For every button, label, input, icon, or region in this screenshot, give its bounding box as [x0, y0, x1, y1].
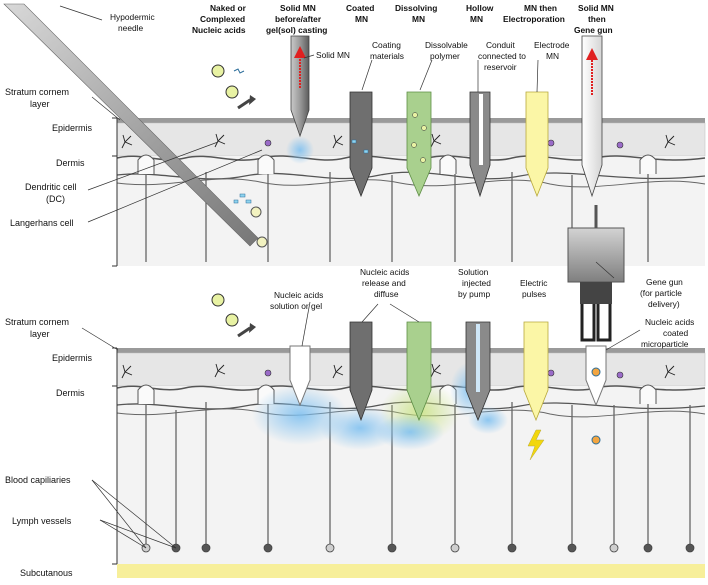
hdr-naked-3: Nucleic acids: [192, 25, 246, 35]
left-label-group: Stratum cornem layer Epidermis Dermis De…: [5, 87, 93, 578]
label-dendritic-2: (DC): [46, 194, 65, 204]
ann-electrode-2: MN: [546, 51, 559, 61]
top-annotation-group: Solid MN Coating materials Dissolvable p…: [316, 40, 570, 72]
label-dermis-top: Dermis: [56, 158, 85, 168]
column-header-group: Hypodermic needle Naked or Complexed Nuc…: [110, 3, 614, 35]
hdr-hollow-1: Hollow: [466, 3, 494, 13]
hdr-solid-1: Solid MN: [280, 3, 316, 13]
ann-solid-mn: Solid MN: [316, 50, 350, 60]
top-langerhans-cells: [264, 139, 624, 149]
bottom-langerhans-cells: [264, 369, 624, 379]
hdr-solid-3: gel(sol) casting: [266, 25, 327, 35]
nucleic-acid-complexes-top: [211, 64, 256, 110]
solid-mn-holes-gene-gun-bottom: [585, 345, 607, 445]
ann-release-3: diffuse: [374, 289, 399, 299]
electrode-mn-bottom: [523, 321, 549, 461]
label-dendritic-1: Dendritic cell: [25, 182, 77, 192]
hdr-electro-2: Electroporation: [503, 14, 565, 24]
top-vessel-stems: [145, 170, 649, 262]
bottom-vessel-ends: [141, 543, 695, 553]
hollow-mn-top: [469, 91, 491, 198]
top-capillary-network-2: [116, 178, 706, 188]
hdr-hypodermic-2: needle: [118, 23, 143, 33]
bottom-dendritic-cells: [121, 363, 676, 379]
ann-dissolvable-2: polymer: [430, 51, 460, 61]
ann-solution-2: solution or gel: [270, 301, 322, 311]
ann-pulses-2: pulses: [522, 289, 546, 299]
nucleic-acid-complexes-bottom: [211, 293, 256, 338]
solid-mn-holes-bottom: [289, 345, 311, 407]
ann-gene-gun-2: (for particle: [640, 288, 682, 298]
coated-mn-top: [349, 91, 373, 198]
label-stratum-top-1: Stratum cornem: [5, 87, 69, 97]
ann-release-2: release and: [362, 278, 406, 288]
hdr-coated-1: Coated: [346, 3, 374, 13]
leader-lines: [59, 5, 641, 549]
label-epidermis-top: Epidermis: [52, 123, 93, 133]
hdr-genegun-3: Gene gun: [574, 25, 613, 35]
ann-gene-gun-1: Gene gun: [646, 277, 683, 287]
coated-mn-bottom: [349, 321, 373, 422]
label-dermis-bottom: Dermis: [56, 388, 85, 398]
ann-pump-1: Solution: [458, 267, 489, 277]
dissolving-mn-bottom: [406, 321, 432, 422]
label-stratum-bottom-1: Stratum cornem: [5, 317, 69, 327]
hollow-mn-bottom: [465, 321, 491, 422]
ann-coating-1: Coating: [372, 40, 401, 50]
hdr-hollow-2: MN: [470, 14, 483, 24]
ann-solution-1: Nucleic acids: [274, 290, 323, 300]
hdr-naked-1: Naked or: [210, 3, 247, 13]
electrode-mn-top: [525, 91, 549, 198]
ann-microparticle-3: microparticle: [641, 339, 689, 349]
bottom-annotation-group: Nucleic acids solution or gel Nucleic ac…: [270, 267, 694, 349]
left-brackets: [112, 117, 118, 565]
ann-electrode-1: Electrode: [534, 40, 570, 50]
ann-pump-3: by pump: [458, 289, 490, 299]
injected-particles: [233, 193, 252, 204]
gene-gun-device: [567, 205, 625, 342]
hdr-dissolving-2: MN: [412, 14, 425, 24]
solid-mn-top: [286, 35, 314, 164]
ann-microparticle-2: coated: [663, 328, 688, 338]
label-epidermis-bottom: Epidermis: [52, 353, 93, 363]
bottom-subcutaneous: [117, 564, 705, 578]
ann-release-1: Nucleic acids: [360, 267, 409, 277]
ann-pump-2: injected: [462, 278, 491, 288]
top-dermal-papillae: [137, 154, 657, 174]
label-langerhans: Langerhans cell: [10, 218, 74, 228]
ann-gene-gun-3: delivery): [648, 299, 680, 309]
top-dendritic-cells: [121, 133, 676, 149]
hdr-naked-2: Complexed: [200, 14, 245, 24]
ann-coating-2: materials: [370, 51, 404, 61]
hdr-dissolving-1: Dissolving: [395, 3, 437, 13]
solid-mn-gene-gun-top: [581, 35, 603, 198]
label-stratum-top-2: layer: [30, 99, 50, 109]
hdr-genegun-1: Solid MN: [578, 3, 614, 13]
ann-microparticle-1: Nucleic acids: [645, 317, 694, 327]
ann-conduit-2: connected to: [478, 51, 526, 61]
label-blood-capillaries: Blood capiliaries: [5, 475, 71, 485]
label-stratum-bottom-2: layer: [30, 329, 50, 339]
dissolving-mn-top: [406, 91, 432, 198]
hdr-hypodermic-1: Hypodermic: [110, 12, 155, 22]
bottom-vessel-stems: [145, 400, 691, 545]
ann-conduit-3: reservoir: [484, 62, 517, 72]
label-subcutaneous: Subcutanous: [20, 568, 73, 578]
hypodermic-needle: [3, 3, 268, 248]
ann-pulses-1: Electric: [520, 278, 547, 288]
ann-conduit-1: Conduit: [486, 40, 516, 50]
hdr-genegun-2: then: [588, 14, 606, 24]
hdr-electro-1: MN then: [524, 3, 557, 13]
top-capillary-network: [116, 171, 706, 180]
label-lymph-vessels: Lymph vessels: [12, 516, 72, 526]
hdr-coated-2: MN: [355, 14, 368, 24]
hdr-solid-2: before/after: [275, 14, 322, 24]
ann-dissolvable-1: Dissolvable: [425, 40, 468, 50]
